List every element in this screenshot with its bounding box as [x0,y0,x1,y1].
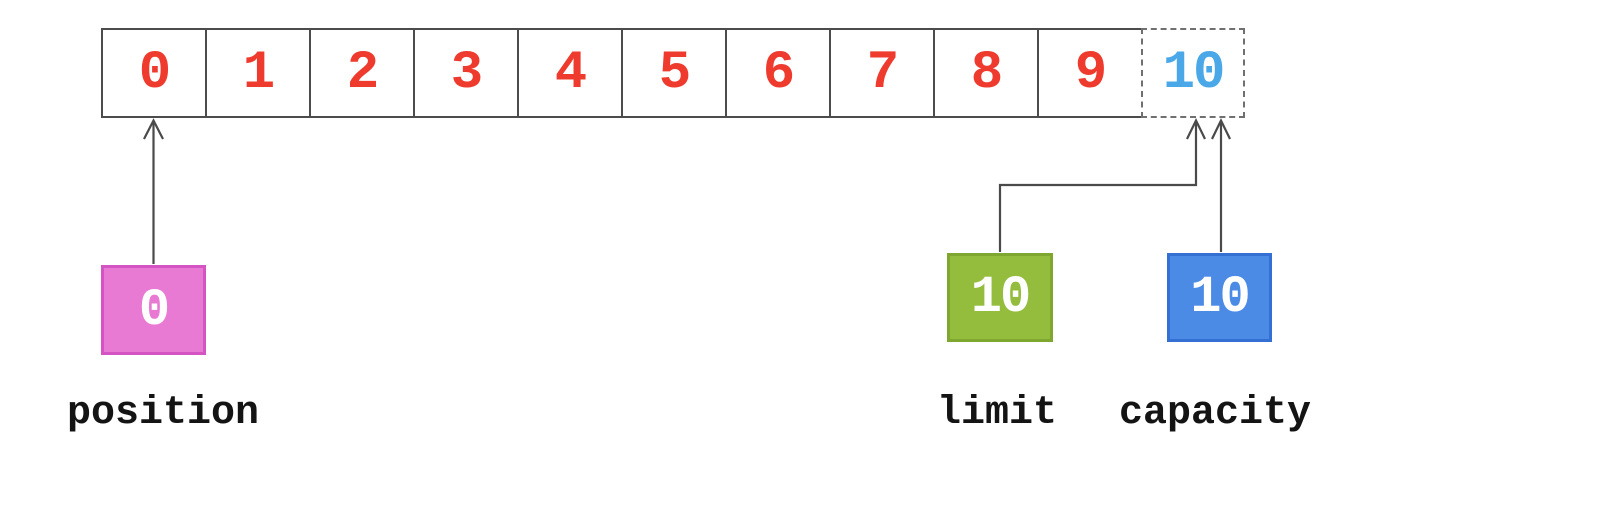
array-cell-4-value: 4 [554,42,587,104]
capacity-label: capacity [1118,391,1312,436]
limit-arrowhead [1186,117,1206,140]
array-cell-0: 0 [101,28,207,118]
position-arrowhead [143,118,164,140]
array-cell-8: 8 [933,28,1039,118]
limit-label: limit [936,391,1058,436]
capacity-arrow [1211,117,1231,252]
array-cell-6-value: 6 [762,42,795,104]
array-cell-9: 9 [1037,28,1143,118]
limit-box: 10 [947,253,1053,342]
array-cell-7: 7 [829,28,935,118]
array-cell-4: 4 [517,28,623,118]
capacity-value: 10 [1190,268,1250,327]
array-cell-7-value: 7 [866,42,899,104]
array-cell-1-value: 1 [242,42,275,104]
array-cell-3-value: 3 [450,42,483,104]
position-box: 0 [101,265,206,355]
capacity-arrowhead [1211,117,1231,140]
array-cell-5: 5 [621,28,727,118]
array-cell-10-value: 10 [1162,42,1226,104]
position-arrow [143,118,164,264]
array-cell-10-capacity-slot: 10 [1141,28,1245,118]
capacity-box: 10 [1167,253,1272,342]
limit-arrow [998,117,1206,252]
array-cell-2-value: 2 [346,42,379,104]
array-row: 0 1 2 3 4 5 6 7 8 9 10 [101,28,1245,118]
array-cell-9-value: 9 [1074,42,1107,104]
array-cell-3: 3 [413,28,519,118]
position-label: position [66,391,260,436]
array-cell-8-value: 8 [970,42,1003,104]
position-value: 0 [138,280,170,340]
array-cell-5-value: 5 [658,42,691,104]
array-cell-1: 1 [205,28,311,118]
array-cell-2: 2 [309,28,415,118]
array-cell-6: 6 [725,28,831,118]
array-cell-0-value: 0 [138,42,171,104]
limit-value: 10 [970,268,1031,327]
